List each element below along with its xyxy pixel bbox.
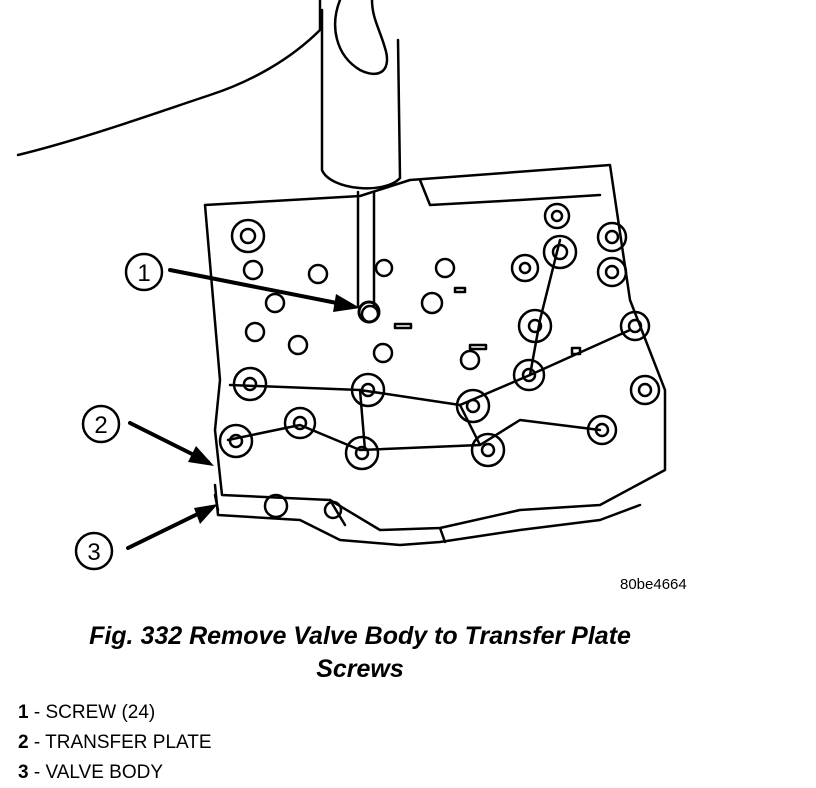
legend-item-text: - VALVE BODY xyxy=(28,762,164,783)
callout-1-circle xyxy=(124,252,164,292)
callout-1-label: 1 xyxy=(137,260,150,287)
figure-reference-code: 80be4664 xyxy=(620,576,687,593)
legend-item: 2 - TRANSFER PLATE xyxy=(18,728,212,758)
bolt-bosses xyxy=(218,202,661,520)
figure-caption: Fig. 332 Remove Valve Body to Transfer P… xyxy=(0,620,720,686)
callout-2-circle xyxy=(81,404,121,444)
screwdriver-shaft xyxy=(356,190,376,308)
legend-list: 1 - SCREW (24) 2 - TRANSFER PLATE 3 - VA… xyxy=(18,698,212,788)
legend-item-text: - SCREW (24) xyxy=(28,702,156,723)
legend-item-number: 2 xyxy=(18,732,29,753)
valve-body-illustration: 1 2 3 xyxy=(16,0,667,571)
caption-line-1: Fig. 332 Remove Valve Body to Transfer P… xyxy=(89,622,631,650)
caption-line-2: Screws xyxy=(316,655,404,683)
valve-body-outline xyxy=(213,483,642,547)
callout-3-arrow xyxy=(126,506,212,550)
callout-3-label: 3 xyxy=(87,539,100,566)
callout-3-circle xyxy=(74,531,114,571)
legend-item-number: 3 xyxy=(18,762,29,783)
callout-1-arrow xyxy=(168,268,354,308)
transfer-plate-outline xyxy=(203,163,667,532)
legend-item-number: 1 xyxy=(18,702,29,723)
legend-item: 3 - VALVE BODY xyxy=(18,758,212,788)
legend-item: 1 - SCREW (24) xyxy=(18,698,212,728)
screwdriver-handle xyxy=(320,8,402,190)
thumb-outline xyxy=(333,0,389,76)
legend-item-text: - TRANSFER PLATE xyxy=(28,732,212,753)
screw-1 xyxy=(357,300,381,324)
callout-2-label: 2 xyxy=(94,412,107,439)
hand-outline xyxy=(16,0,322,157)
